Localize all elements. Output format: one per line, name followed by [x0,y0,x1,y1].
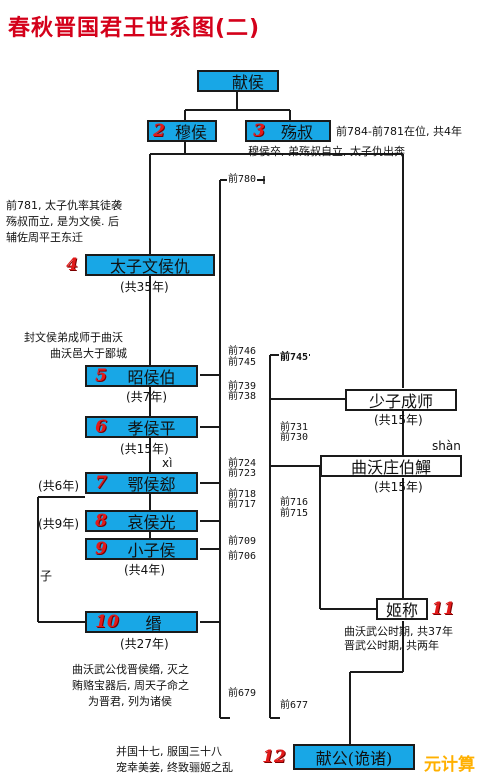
year-label: 前739 [227,381,258,392]
ruler-name: 哀侯光 [127,513,176,532]
year-label: 前738 [227,391,258,402]
reign-zhaohou: (共7年) [126,390,167,404]
year-label: 前706 [227,551,258,562]
note-xiangong-1: 并国十七, 服国三十八 [116,745,222,758]
note-jicheng-2: 晋武公时期, 共两年 [344,639,439,652]
year-label: 前723 [227,468,258,479]
note-min-2: 贿赂宝器后, 周天子命之 [72,679,189,692]
year-label: 前715 [279,508,310,519]
ruler-number-6: 6 [95,417,107,437]
ruler-number-2: 2 [153,121,165,141]
year-label: 前745 [227,357,258,368]
ruler-name: 鄂侯郄 [127,475,176,494]
note-jicheng-1: 曲沃武公时期, 共37年 [344,625,453,638]
ruler-node-zhaohou: 昭侯伯 [85,365,198,387]
ruler-node-ehou: 鄂侯郄 [85,472,198,494]
ruler-number-7: 7 [95,473,107,493]
note-wenhou-2: 殇叔而立, 是为文侯. 后 [6,215,119,228]
reign-xiaozihou: (共4年) [124,563,165,577]
reign-xiaohou: (共15年) [120,442,169,456]
year-label: 前716 [279,497,310,508]
quwo-node-chengshi: 少子成师 [345,389,457,411]
ruler-number-10: 10 [95,612,119,632]
note-chengshi-2: 曲沃邑大于鄙城 [50,347,127,360]
ruler-name: 献公(诡诸) [315,749,393,768]
quwo-name: 曲沃庄伯鱓 [350,458,431,477]
ruler-node-shangshu: 殇叔 [245,120,331,142]
year-label: 前679 [227,688,258,699]
year-label: 前717 [227,499,258,510]
note-wenhou-3: 辅佐周平王东迁 [6,231,83,244]
watermark: 元计算 [424,755,475,775]
note-min-3: 为晋君, 列为诸侯 [88,695,172,708]
reign-min: (共27年) [120,637,169,651]
ruler-name: 太子文侯仇 [109,257,190,276]
ruler-number-5: 5 [95,366,107,386]
note-chengshi-1: 封文侯弟成师于曲沃 [24,331,123,344]
ruler-name: 殇叔 [280,123,313,142]
year-label: 前718 [227,489,258,500]
reign-aihou: (共9年) [38,517,79,531]
ruler-node-muhou: 穆侯 [147,120,217,142]
quwo-name: 少子成师 [368,392,433,411]
note-shangshu-2: 穆侯卒, 弟殇叔自立, 太子仇出奔 [248,145,405,158]
year-label: 前780 [227,174,258,185]
ruler-node-xiangong: 献公(诡诸) [293,744,415,770]
note-min-1: 曲沃武公伐晋侯缗, 灭之 [72,663,189,676]
year-label: 前746 [227,346,258,357]
year-label: 前745 [279,352,310,363]
ruler-node-xianhou: 献侯 [197,70,279,92]
note-xiangong-2: 宠幸美姜, 终致骊姬之乱 [116,761,233,774]
ruler-name: 缗 [145,614,162,633]
ruler-name: 献侯 [231,73,264,92]
year-label: 前724 [227,458,258,469]
note-shangshu-1: 前784-前781在位, 共4年 [336,125,462,138]
reign-ehou: (共6年) [38,479,79,493]
reign-chengshi: (共15年) [374,413,423,427]
ruler-node-xiaozihou: 小子侯 [85,538,198,560]
ruler-name: 昭侯伯 [127,368,176,387]
pronunciation-shan: shàn [432,439,461,453]
ruler-number-3: 3 [253,121,265,141]
note-wenhou-1: 前781, 太子仇率其徒袭 [6,199,122,212]
ruler-name: 姬称 [385,601,418,620]
page-title: 春秋晋国君王世系图(二) [8,16,261,41]
ruler-node-wenhou: 太子文侯仇 [85,254,215,276]
reign-wenhou: (共35年) [120,280,169,294]
ruler-number-4: 4 [66,255,78,275]
year-label: 前730 [279,432,310,443]
quwo-node-zhuangbo: 曲沃庄伯鱓 [320,455,462,477]
ruler-number-9: 9 [95,539,107,559]
pronunciation-xi: xì [162,456,173,470]
ruler-node-jicheng: 姬称 [376,598,428,620]
year-label: 前731 [279,422,310,433]
ruler-name: 穆侯 [174,123,207,142]
ruler-name: 孝侯平 [127,419,176,438]
son-label: 子 [40,569,53,583]
ruler-number-11: 11 [431,599,455,619]
ruler-number-12: 12 [262,747,286,767]
ruler-node-xiaohou: 孝侯平 [85,416,198,438]
ruler-node-aihou: 哀侯光 [85,510,198,532]
ruler-name: 小子侯 [127,541,176,560]
ruler-number-8: 8 [95,511,107,531]
reign-zhuangbo: (共15年) [374,480,423,494]
year-label: 前709 [227,536,258,547]
ruler-node-min: 缗 [85,611,198,633]
year-label: 前677 [279,700,310,711]
